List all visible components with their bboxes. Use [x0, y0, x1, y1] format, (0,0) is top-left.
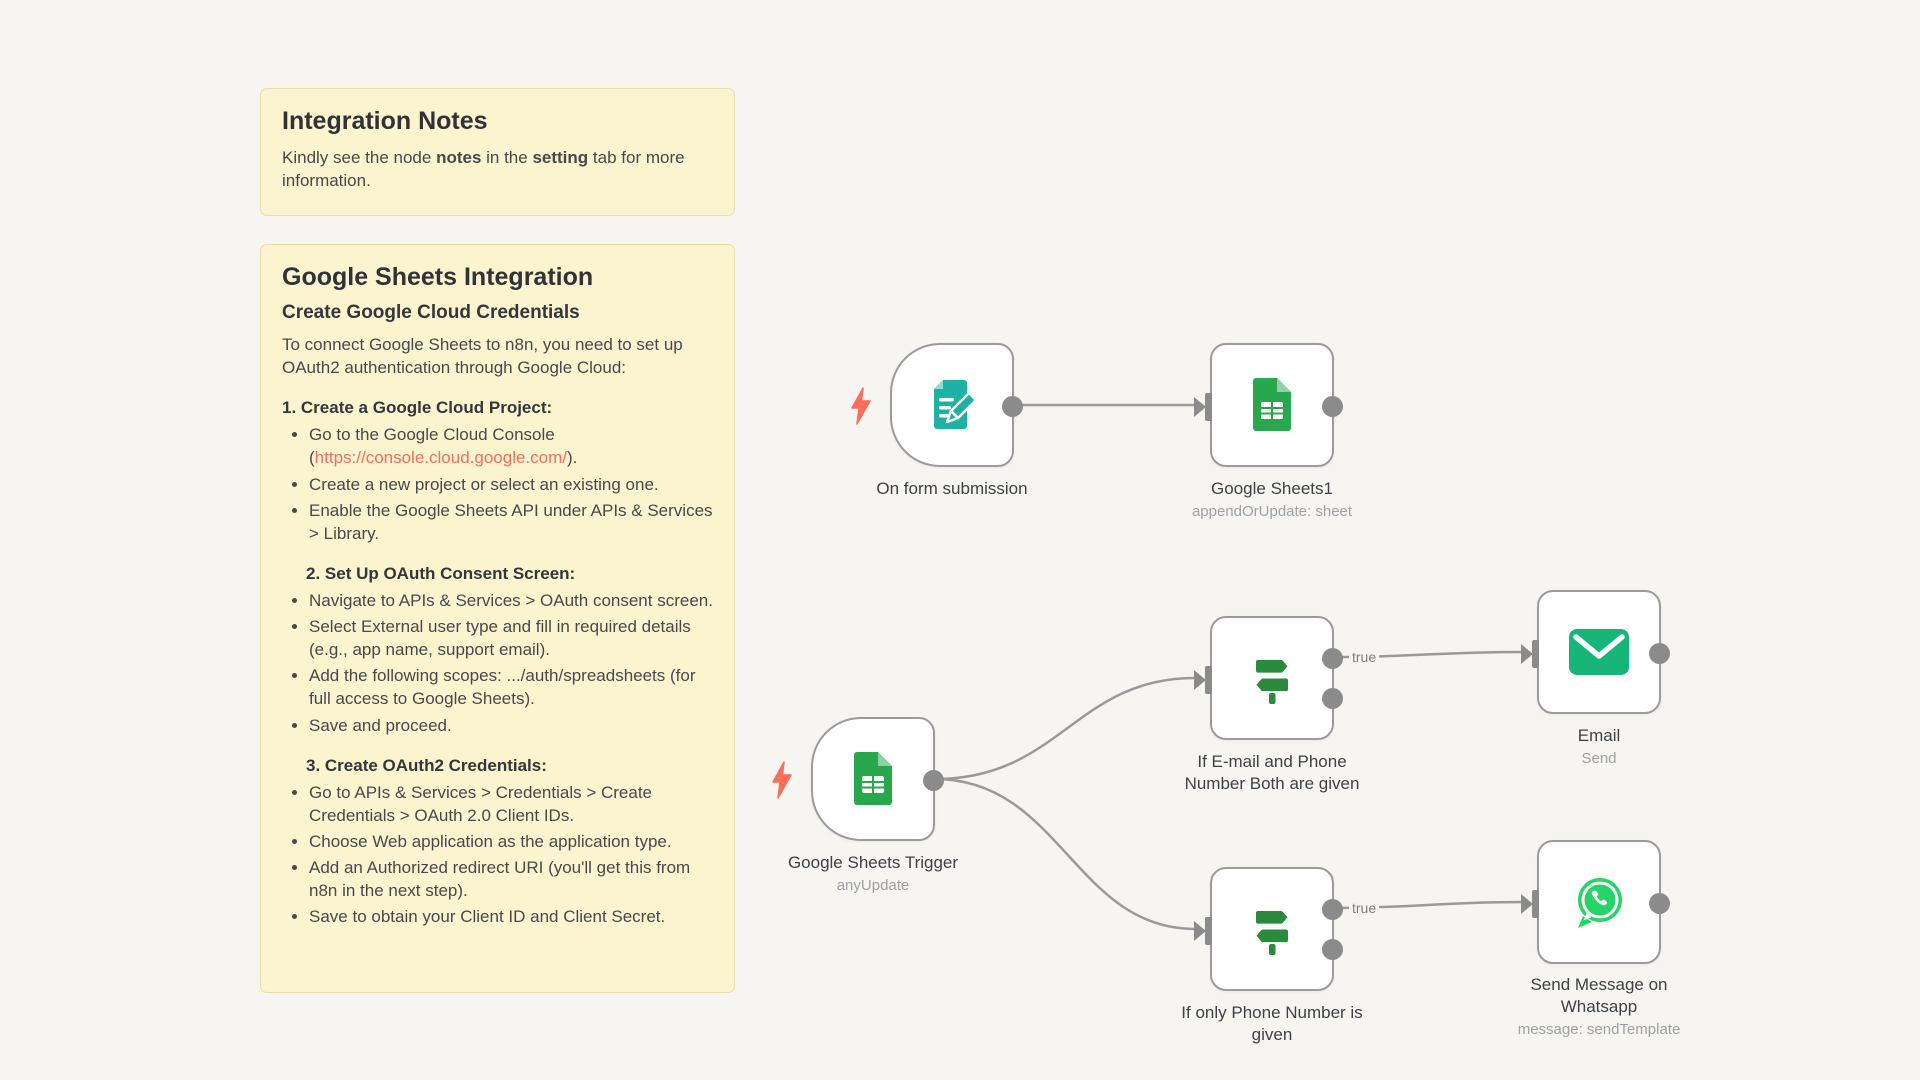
output-connector-false[interactable] — [1322, 939, 1343, 960]
node-label: If E-mail and Phone Number Both are give… — [1184, 752, 1360, 793]
node-on-form-submission[interactable] — [851, 343, 1023, 467]
note-bullet-list: Navigate to APIs & Services > OAuth cons… — [282, 589, 713, 737]
trigger-bolt-icon — [851, 387, 871, 425]
output-connector[interactable] — [923, 770, 944, 791]
wire-label-true: true — [1349, 647, 1380, 667]
output-connector-true[interactable] — [1322, 648, 1343, 669]
node-sublabel: appendOrUpdate: sheet — [1191, 502, 1353, 520]
note-bullet: Save to obtain your Client ID and Client… — [309, 905, 713, 928]
node-sublabel: Send — [1581, 749, 1617, 767]
form-icon — [934, 380, 978, 429]
node-sublabel: message: sendTemplate — [1517, 1020, 1681, 1038]
whatsapp-icon — [1578, 878, 1622, 928]
note-section-heading: 3. Create OAuth2 Credentials: — [306, 755, 547, 775]
wire-label-true: true — [1349, 898, 1380, 918]
note-body: Kindly see the node notes in the setting… — [282, 148, 685, 191]
input-connector[interactable] — [1521, 638, 1539, 670]
note-bullet-list: Go to the Google Cloud Console (https://… — [282, 423, 713, 545]
node-send-whatsapp[interactable] — [1521, 840, 1670, 964]
node-if-email-and-phone[interactable] — [1194, 616, 1343, 740]
sticky-note-integration-notes[interactable]: Integration Notes Kindly see the node no… — [260, 88, 735, 216]
note-bullet: Go to APIs & Services > Credentials > Cr… — [309, 781, 713, 827]
note-bullet: Choose Web application as the applicatio… — [309, 830, 713, 853]
node-if-only-phone[interactable] — [1194, 867, 1343, 991]
note-title: Integration Notes — [282, 107, 488, 135]
note-bullet: Create a new project or select an existi… — [309, 473, 713, 496]
email-envelope-icon — [1569, 629, 1629, 675]
output-connector-false[interactable] — [1322, 688, 1343, 709]
note-section-heading: 1. Create a Google Cloud Project: — [282, 398, 553, 418]
note-bullet: Enable the Google Sheets API under APIs … — [309, 499, 713, 545]
console-cloud-link[interactable]: https://console.cloud.google.com/ — [314, 448, 567, 468]
if-signpost-icon — [1256, 911, 1288, 955]
input-connector[interactable] — [1194, 664, 1212, 696]
note-subtitle: Create Google Cloud Credentials — [282, 302, 580, 323]
connection-wire — [934, 777, 1196, 931]
node-google-sheets1[interactable] — [1194, 343, 1343, 467]
note-intro: To connect Google Sheets to n8n, you nee… — [282, 335, 683, 378]
output-connector[interactable] — [1649, 893, 1670, 914]
connection-wire — [934, 676, 1196, 781]
google-sheets-icon — [854, 752, 892, 805]
note-bullet: Save and proceed. — [309, 714, 713, 737]
note-section-heading: 2. Set Up OAuth Consent Screen: — [306, 563, 576, 583]
output-connector[interactable] — [1649, 643, 1670, 664]
if-signpost-icon — [1256, 660, 1288, 704]
output-connector[interactable] — [1002, 396, 1023, 417]
node-label: Google Sheets Trigger — [787, 853, 959, 872]
node-email[interactable] — [1521, 590, 1670, 714]
node-sublabel: anyUpdate — [836, 876, 910, 894]
input-connector[interactable] — [1194, 391, 1212, 423]
note-bullet-list: Go to APIs & Services > Credentials > Cr… — [282, 781, 713, 929]
google-sheets-icon — [1253, 378, 1291, 431]
node-label: Email — [1577, 726, 1621, 745]
node-google-sheets-trigger[interactable] — [772, 717, 944, 841]
output-connector-true[interactable] — [1322, 899, 1343, 920]
input-connector[interactable] — [1194, 915, 1212, 947]
node-label: On form submission — [876, 479, 1028, 498]
input-connector[interactable] — [1521, 888, 1539, 920]
output-connector[interactable] — [1322, 396, 1343, 417]
note-bullet: Select External user type and fill in re… — [309, 615, 713, 661]
note-bullet: Navigate to APIs & Services > OAuth cons… — [309, 589, 713, 612]
note-bullet: Go to the Google Cloud Console (https://… — [309, 423, 713, 469]
node-label: Send Message on Whatsapp — [1530, 975, 1668, 1016]
node-label: Google Sheets1 — [1211, 479, 1333, 498]
note-bullet: Add the following scopes: .../auth/sprea… — [309, 664, 713, 710]
trigger-bolt-icon — [772, 761, 792, 799]
sticky-note-google-sheets-integration[interactable]: Google Sheets Integration Create Google … — [260, 244, 735, 993]
note-bullet: Add an Authorized redirect URI (you'll g… — [309, 856, 713, 902]
node-label: If only Phone Number is given — [1181, 1003, 1363, 1044]
note-title: Google Sheets Integration — [282, 263, 594, 291]
